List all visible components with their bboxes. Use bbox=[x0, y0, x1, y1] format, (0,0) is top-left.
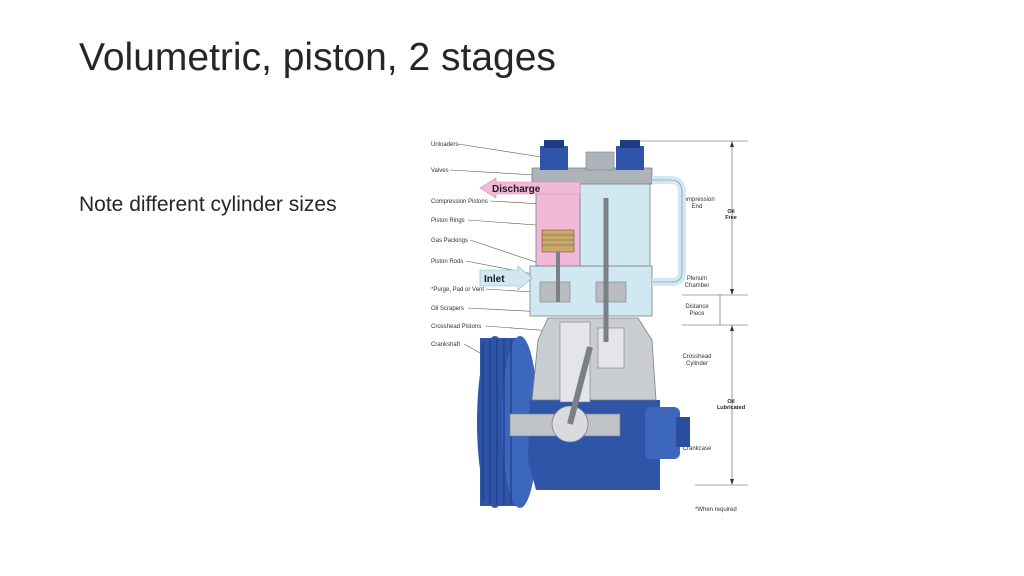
slide-title: Volumetric, piston, 2 stages bbox=[79, 36, 556, 79]
label-crankcase: Crankcase bbox=[683, 446, 712, 452]
label-gas-packings: Gas Packings bbox=[431, 238, 468, 244]
label-piston-rods: Piston Rods bbox=[431, 259, 463, 265]
label-purge-pad-vent: *Purge, Pad or Vent bbox=[431, 287, 484, 293]
label-footnote: *When required bbox=[695, 507, 737, 513]
compressor-diagram: Unloaders Valves Compression Pistons Pis… bbox=[420, 132, 760, 518]
label-unloaders: Unloaders bbox=[431, 142, 458, 148]
label-valves: Valves bbox=[431, 168, 449, 174]
inlet-arrow: Inlet bbox=[479, 265, 533, 291]
label-oil-scrapers: Oil Scrapers bbox=[431, 306, 464, 312]
label-crankshaft: Crankshaft bbox=[431, 342, 460, 348]
label-compression-pistons: Compression Pistons bbox=[431, 199, 488, 205]
slide-body-text: Note different cylinder sizes bbox=[79, 193, 337, 216]
discharge-tag: Discharge bbox=[492, 184, 541, 195]
label-crosshead-pistons: Crosshead Pistons bbox=[431, 324, 481, 330]
right-dimensions bbox=[620, 140, 748, 486]
label-piston-rings: Piston Rings bbox=[431, 218, 465, 224]
compressor-illustration bbox=[477, 140, 690, 508]
inlet-tag: Inlet bbox=[484, 274, 505, 285]
discharge-arrow: Discharge bbox=[479, 177, 581, 199]
